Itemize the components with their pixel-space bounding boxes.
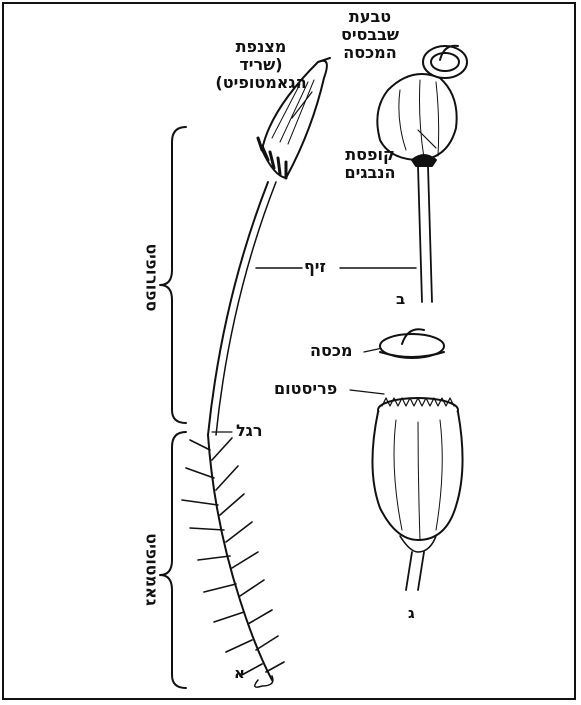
gametophyte-bracket — [160, 432, 186, 688]
capsule-seta — [418, 166, 432, 302]
panel-a-letter: א — [234, 664, 245, 682]
gametophyte-label: גאמטופיט — [143, 520, 162, 620]
operculum-label: מכסה — [310, 342, 353, 360]
sporophyte-label: ספורופיט — [143, 228, 162, 328]
foot-label: רגל — [236, 422, 262, 440]
capsule-label: קופסת הנבגים — [330, 146, 410, 182]
leaves — [182, 438, 284, 676]
peristome-label: פריסטום — [274, 380, 337, 398]
opened-capsule-seta — [406, 552, 424, 590]
operculum-ring-label: טבעת שבבסיס המכסה — [320, 8, 420, 62]
panel-c-letter: ג — [408, 604, 415, 622]
opened-capsule-body — [372, 412, 462, 540]
seta-stalk — [208, 182, 268, 435]
seta-label: זיף — [304, 258, 326, 276]
calyptra-label: מצנפת (שריד הגאמטופיט) — [206, 38, 316, 92]
sporophyte-bracket — [160, 127, 186, 423]
panel-b-letter: ב — [396, 290, 405, 308]
